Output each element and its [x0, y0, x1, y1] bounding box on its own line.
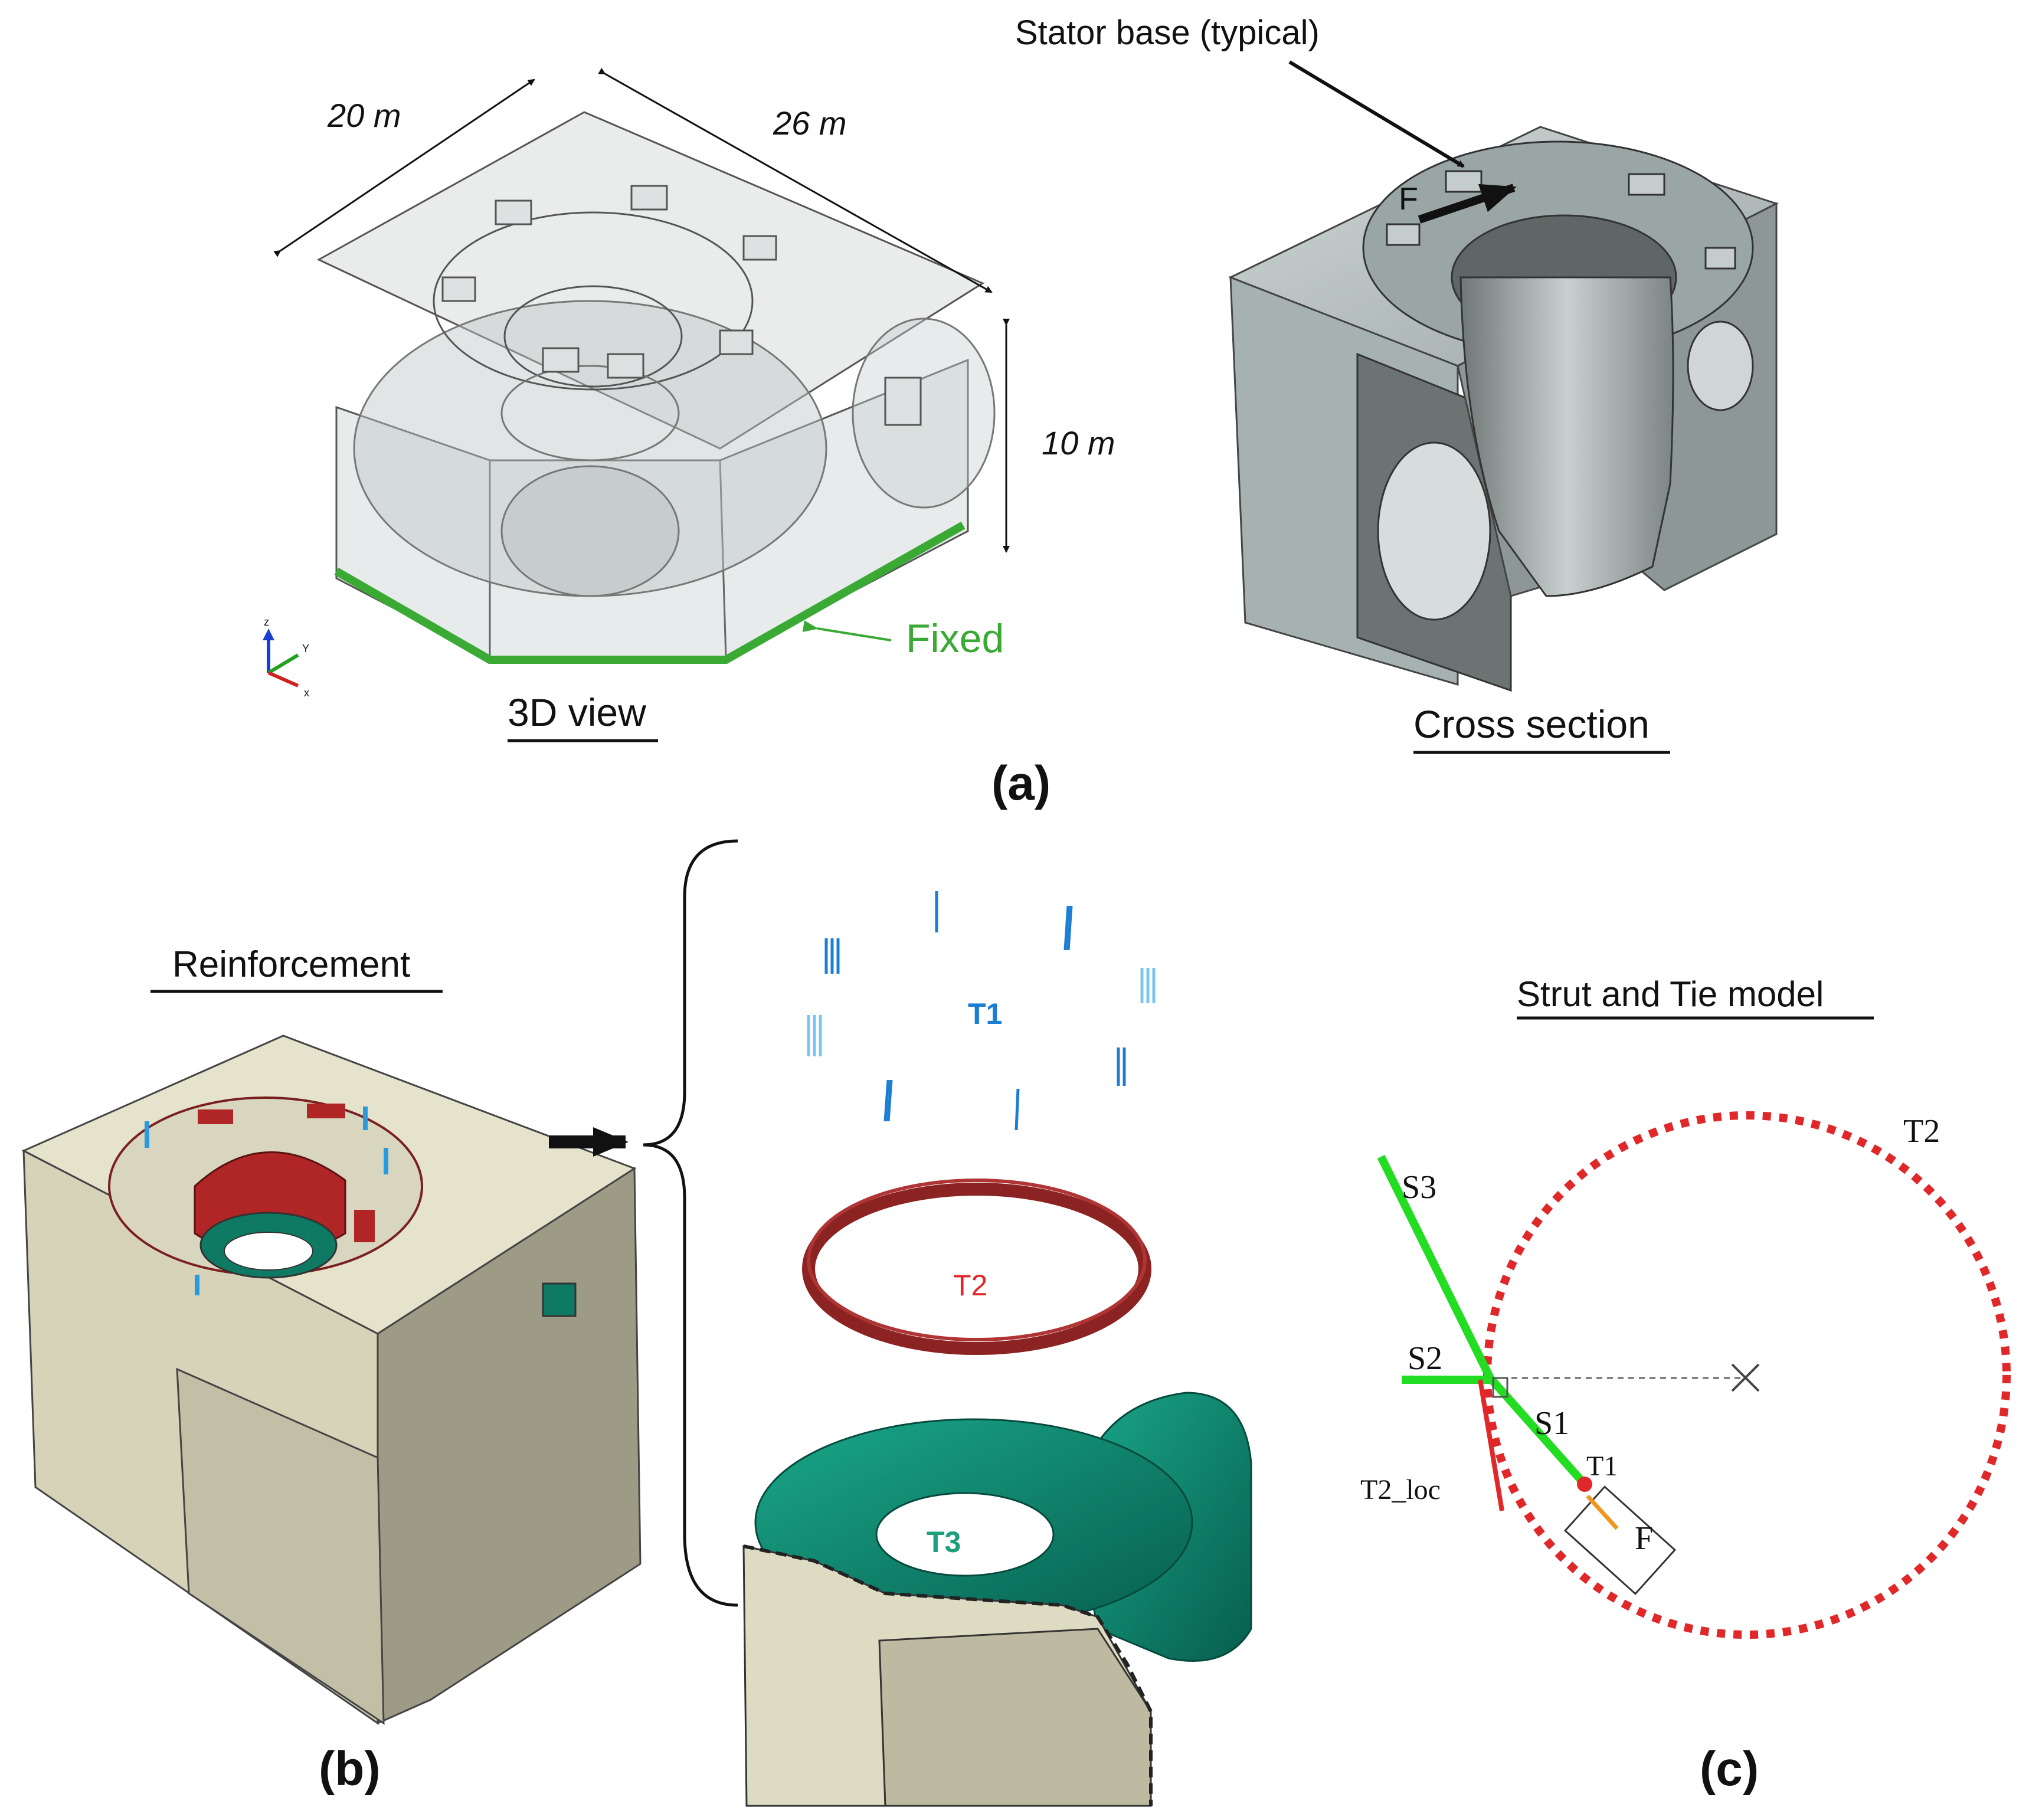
t1-node [1577, 1477, 1592, 1492]
fixed-label: Fixed [906, 616, 1004, 661]
panel-a-cross-section: Stator base (typical) F Cross section [1015, 14, 1779, 754]
f-label-c: F [1635, 1520, 1653, 1557]
t1-label: T1 [968, 997, 1002, 1030]
t3-bore [875, 1492, 1055, 1577]
t1-force-box [1563, 1485, 1677, 1595]
dim-arrow-width [273, 78, 535, 257]
s3-label: S3 [1402, 1169, 1436, 1206]
reinforcement-caption: Reinforcement [172, 944, 410, 985]
t2-label-b: T2 [953, 1269, 987, 1302]
stator-ring-inner [503, 285, 683, 388]
t1-ties [807, 891, 1156, 1131]
t2-label-c: T2 [1903, 1113, 1940, 1150]
dim-height-label: 10 m [1042, 424, 1115, 461]
stator-ring-outer [433, 211, 754, 391]
reinf-blue-ties [145, 1107, 388, 1295]
node-box [1492, 1377, 1508, 1398]
stator-callout-label: Stator base (typical) [1015, 14, 1320, 52]
section-spiral-opening-left [1377, 441, 1491, 621]
dim-arrow-length [598, 67, 993, 293]
stator-callout-arrow [1288, 60, 1465, 168]
panel-a-3d-view: 20 m 26 m 10 m Fixed z Y x 3D view [263, 67, 1115, 742]
dim-length-label: 26 m [773, 104, 847, 142]
panel-c-label: (c) [1700, 1742, 1759, 1796]
dim-width-label: 20 m [327, 97, 401, 134]
axis-triad: z Y x [263, 616, 309, 699]
strut-s3 [1377, 1154, 1494, 1380]
panel-b-reinforcement: Reinforcement [21, 839, 1252, 1807]
stm-title: Strut and Tie model [1517, 974, 1824, 1014]
exploded-view-brace [643, 839, 738, 1607]
panel-b-label: (b) [319, 1742, 381, 1796]
section-spiral-opening-right [1687, 320, 1754, 411]
strut-s1 [1487, 1375, 1588, 1487]
t2-loc-label: T2_loc [1360, 1474, 1441, 1505]
t3-label: T3 [927, 1526, 961, 1559]
view-3d-caption: 3D view [508, 690, 646, 734]
fixed-callout-arrow [802, 620, 892, 641]
panel-c-strut-and-tie: Strut and Tie model T2 S3 S2 S1 T2_loc T… [1360, 974, 2011, 1639]
tie-t2-loc [1478, 1379, 1504, 1511]
force-label-a: F [1399, 181, 1418, 217]
section-stator-blocks [1386, 170, 1736, 270]
reinf-octagon-face [176, 1367, 385, 1725]
force-arrow-a [1418, 184, 1517, 224]
cross-section-caption: Cross section [1413, 702, 1650, 746]
reinf-red-blocks [198, 1104, 375, 1242]
t3-dashed-cut [743, 1544, 1153, 1806]
panel-a-label: (a) [991, 757, 1051, 810]
axis-y-label: Y [302, 643, 309, 654]
axis-z-label: z [264, 616, 269, 628]
centre-cross-marker [1731, 1363, 1760, 1392]
fixed-boundary-edge [334, 521, 966, 664]
section-bore [1459, 276, 1674, 597]
t1-label-c: T1 [1586, 1451, 1618, 1482]
s2-label: S2 [1408, 1340, 1442, 1377]
inlet-pipe [852, 317, 996, 509]
reinf-window [542, 1282, 577, 1317]
axis-x-label: x [304, 687, 309, 699]
draft-tube [500, 465, 680, 597]
s1-label: S1 [1534, 1405, 1569, 1442]
t1-orange-tie [1586, 1494, 1619, 1530]
